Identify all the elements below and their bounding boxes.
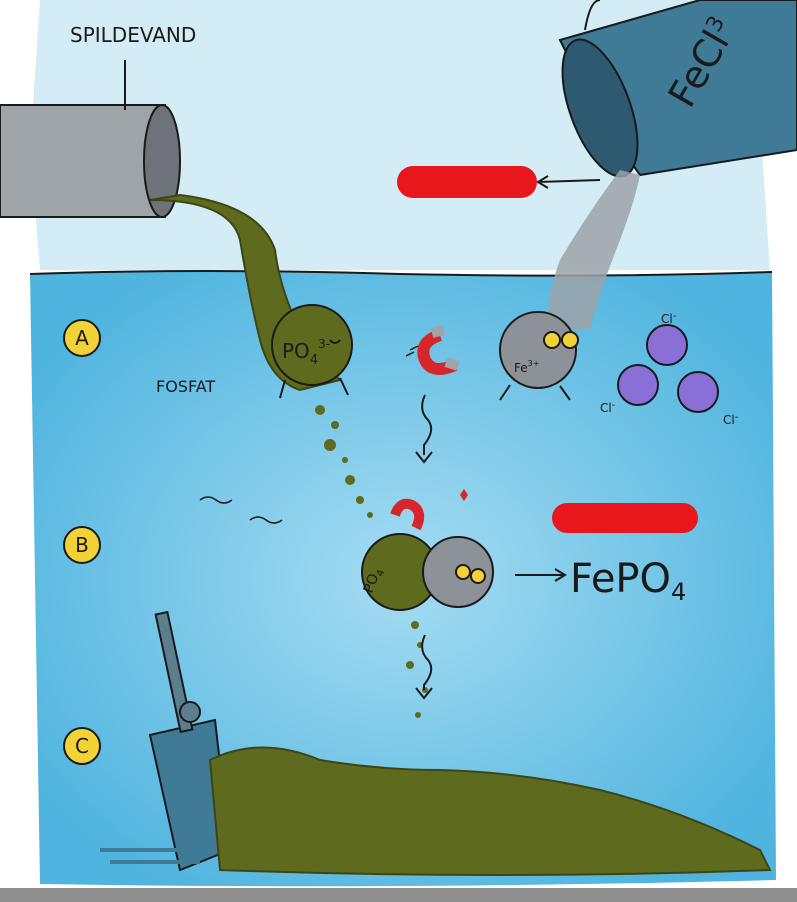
step-badge-b: B [63, 526, 101, 564]
chloride-label-2: Cl- [600, 400, 616, 415]
svg-text:A: A [75, 326, 89, 350]
product-formula: FePO4 [570, 556, 686, 606]
ground-lines [100, 848, 200, 864]
wastewater-pipe [0, 60, 181, 218]
redaction-bar-middle [552, 503, 698, 533]
wastewater-label: SPILDEVAND [70, 23, 196, 47]
redaction-bar-top [397, 166, 537, 198]
step-arrow-a-to-b [415, 394, 433, 464]
bonded-phosphate-label: PO4 [361, 566, 388, 597]
sludge-scoop [148, 610, 232, 872]
attraction-lines [405, 345, 419, 357]
ferric-chloride-bucket [558, 0, 797, 178]
bottom-bar [0, 888, 797, 902]
magnet-icon [417, 325, 460, 375]
ferric-powder-stream [547, 170, 640, 330]
wave-marks [199, 496, 283, 524]
svg-text:C: C [75, 734, 89, 758]
chloride-ions [617, 324, 719, 413]
svg-text:Fe3+: Fe3+ [514, 359, 539, 375]
phosphate-ion-character: PO43- [271, 304, 353, 399]
sludge-particles [315, 405, 428, 718]
svg-text:PO43-: PO43- [282, 337, 330, 368]
pour-arrow [536, 175, 601, 189]
step-arrow-b-to-c [415, 634, 433, 700]
water-surface-line [29, 270, 773, 277]
phosphate-label: FOSFAT [156, 377, 215, 396]
product-arrow [515, 568, 567, 582]
chloride-label-3: Cl- [723, 412, 739, 427]
settled-sludge-pile [208, 746, 772, 876]
bonded-iron-phosphate-pair [361, 489, 494, 611]
step-badge-a: A [63, 319, 101, 357]
svg-text:B: B [75, 533, 89, 557]
iron-ion-character: Fe3+ [499, 311, 579, 401]
step-badge-c: C [63, 727, 101, 765]
chloride-label-1: Cl- [661, 311, 677, 326]
